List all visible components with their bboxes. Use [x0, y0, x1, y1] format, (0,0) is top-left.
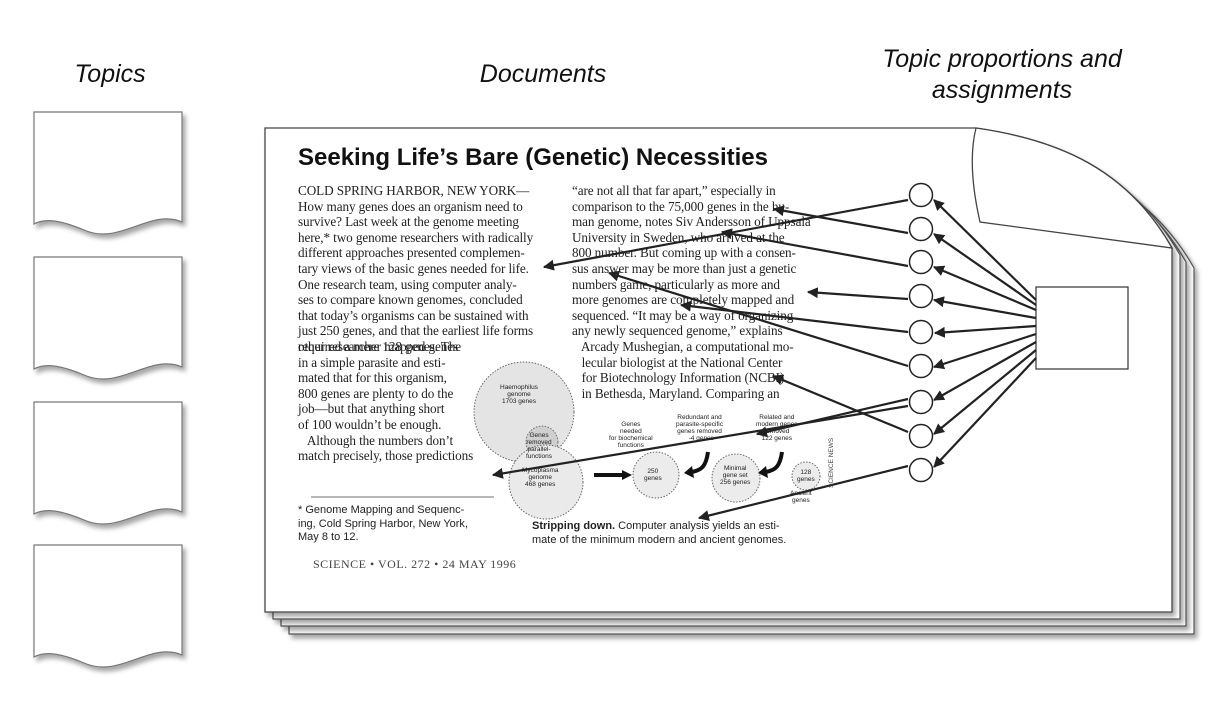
fig-label-related: Related and modern genes removed 122 gen…: [756, 414, 798, 442]
page-curl: [971, 127, 1174, 249]
article-column-1-bottom: other researcher mapped genes in a simpl…: [298, 339, 474, 464]
topic-node-7: [908, 389, 934, 415]
fig-label-redundant: Redundant and parasite-specific genes re…: [676, 414, 723, 442]
topic-card-4: [33, 544, 183, 668]
fig-label-minimal-gene-set: Minimal gene set 256 genes: [720, 465, 751, 486]
topic-proportions-header-line1: Topic proportions and: [882, 45, 1122, 73]
fig-label-haemophilus: Haemophilus genome 1703 genes: [500, 384, 538, 405]
caption-line-2: mate of the minimum modern and ancient g…: [532, 534, 787, 546]
topic-nodes: [908, 182, 934, 483]
fig-label-genes-needed: Genes needed for biochemical functions: [609, 421, 653, 449]
topic-card-3: [33, 401, 183, 525]
article-column-2-bottom: Arcady Mushegian, a computational mo- le…: [580, 339, 794, 401]
topic-node-2: [908, 216, 934, 242]
fig-label-genes-removed: Genes removed parallel- functions: [526, 432, 553, 460]
article-title: Seeking Life’s Bare (Genetic) Necessitie…: [298, 144, 768, 171]
topic-node-1: [908, 182, 934, 208]
caption-bold: Stripping down.: [532, 520, 616, 532]
document-page-front: [264, 127, 1174, 613]
fig-label-mycoplasma: Mycoplasma genome 468 genes: [522, 467, 559, 488]
article-figure: [311, 361, 821, 520]
topic-node-6: [908, 353, 934, 379]
topic-proportions-header-line2: assignments: [931, 76, 1073, 104]
topic-card-1: [33, 111, 183, 235]
topic-node-8: [908, 423, 934, 449]
documents-header: Documents: [479, 60, 607, 88]
article-footnote: * Genome Mapping and Sequenc- ing, Cold …: [298, 504, 468, 543]
article-column-2-top: “are not all that far apart,” especially…: [572, 183, 811, 339]
topic-proportions-header: Topic proportions and assignments: [862, 44, 1142, 106]
topics-header: Topics: [74, 60, 146, 88]
fig-label-ancient-genes: Ancient genes: [790, 490, 812, 504]
topic-node-3: [908, 249, 934, 275]
article-column-1-top: COLD SPRING HARBOR, NEW YORK— How many g…: [298, 183, 534, 354]
topic-node-4: [908, 283, 934, 309]
box-to-node-arrows: [932, 199, 1037, 468]
topic-card-2: [33, 256, 183, 380]
fig-credit: SCIENCE NEWS: [828, 437, 835, 488]
journal-citation: SCIENCE • VOL. 272 • 24 MAY 1996: [313, 557, 517, 571]
fig-label-128-genes: 128 genes: [797, 469, 815, 483]
topic-proportions-box: [1035, 286, 1129, 370]
caption-rest: Computer analysis yields an esti-: [615, 520, 780, 532]
topic-node-9: [908, 457, 934, 483]
topic-node-5: [908, 319, 934, 345]
figure-caption: Stripping down. Computer analysis yields…: [532, 519, 786, 547]
word-assignment-arrows: [491, 198, 909, 521]
fig-label-250-genes: 250 genes: [644, 468, 662, 482]
